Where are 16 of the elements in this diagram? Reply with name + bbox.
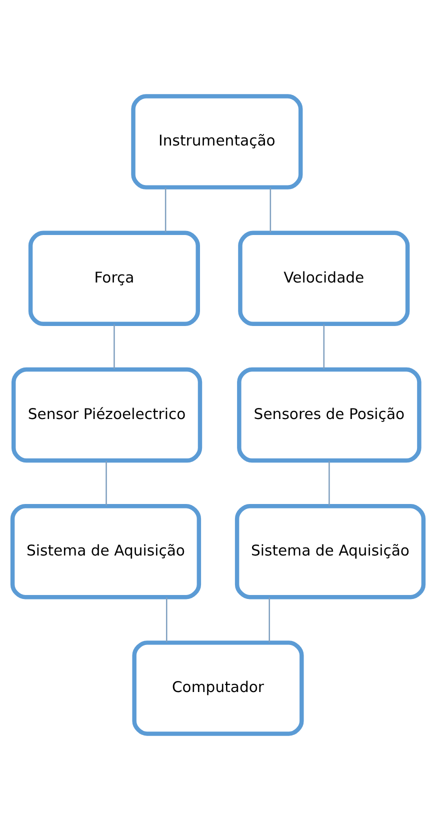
connector	[106, 460, 107, 506]
node-box: Força	[28, 230, 200, 326]
connector	[323, 324, 325, 369]
node-box: Sistema de Aquisição	[234, 503, 426, 599]
connector	[166, 596, 168, 642]
connector	[268, 596, 270, 642]
connector	[114, 324, 115, 369]
connector	[328, 460, 330, 506]
node-box: Sensores de Posição	[237, 366, 422, 462]
node-box: Sensor Piézoelectrico	[12, 366, 202, 462]
node-box: Velocidade	[238, 230, 410, 326]
node-box: Computador	[132, 640, 304, 736]
node-box: Sistema de Aquisição	[10, 503, 202, 599]
node-box: Instrumentação	[131, 94, 303, 189]
connector	[164, 187, 166, 232]
connector	[270, 187, 272, 232]
